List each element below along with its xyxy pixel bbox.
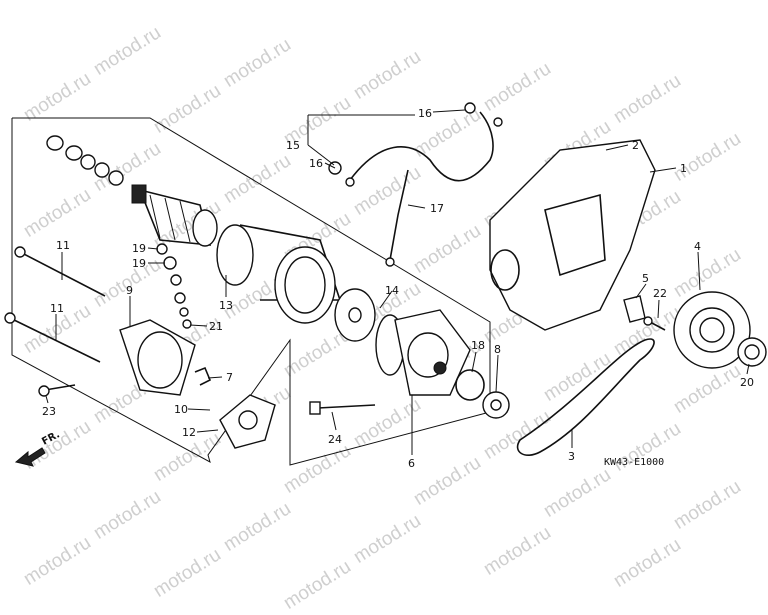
starter-chain [516, 338, 655, 456]
starter-yoke [216, 224, 342, 324]
callout-11-lower: 11 [50, 302, 64, 315]
callout-21: 21 [209, 320, 223, 333]
callout-3: 3 [568, 450, 575, 463]
callout-22: 22 [653, 287, 667, 300]
callout-20: 20 [740, 376, 754, 389]
brush-spring [194, 366, 212, 386]
front-label: FR. [40, 429, 62, 447]
callout-1: 1 [680, 162, 687, 175]
rear-cover [119, 319, 196, 396]
callout-18: 18 [471, 339, 485, 352]
drive-gear [482, 391, 510, 419]
terminal-nuts [156, 243, 192, 329]
reduction-housing [334, 288, 471, 396]
callout-23: 23 [42, 405, 56, 418]
callout-6: 6 [408, 457, 415, 470]
front-direction-marker: FR. [14, 429, 62, 467]
callout-16-lower: 16 [309, 157, 323, 170]
callout-10: 10 [174, 403, 188, 416]
callout-17: 17 [430, 202, 444, 215]
callout-9: 9 [126, 284, 133, 297]
callout-2: 2 [632, 139, 639, 152]
diagram-code: KW43-E1000 [604, 457, 664, 468]
starter-group-frame [11, 117, 491, 466]
shim-washers [46, 135, 124, 186]
callout-16-upper: 16 [418, 107, 432, 120]
crankcase-cover [489, 139, 656, 331]
bolt-22 [643, 316, 666, 331]
leader-lines [45, 109, 750, 455]
starter-sprocket [673, 291, 751, 369]
callout-5: 5 [642, 272, 649, 285]
callout-7: 7 [226, 371, 233, 384]
bolt-24 [309, 401, 376, 415]
exploded-parts-diagram: 1 2 3 4 5 6 7 8 9 10 11 11 12 13 14 15 1… [4, 102, 767, 470]
brush-holder [219, 394, 276, 449]
one-way-clutch [737, 337, 767, 367]
o-ring [455, 369, 485, 401]
callout-15: 15 [286, 139, 300, 152]
starter-cable [328, 102, 503, 267]
callout-13: 13 [219, 299, 233, 312]
callout-19-lower: 19 [132, 257, 146, 270]
bolt-23 [38, 384, 76, 397]
callout-14: 14 [385, 284, 399, 297]
chain-guide-clip [623, 295, 646, 323]
callout-4: 4 [694, 240, 701, 253]
callout-24: 24 [328, 433, 342, 446]
callout-19-upper: 19 [132, 242, 146, 255]
callout-8: 8 [494, 343, 501, 356]
callout-12: 12 [182, 426, 196, 439]
armature [131, 184, 218, 247]
callout-11-upper: 11 [56, 239, 70, 252]
